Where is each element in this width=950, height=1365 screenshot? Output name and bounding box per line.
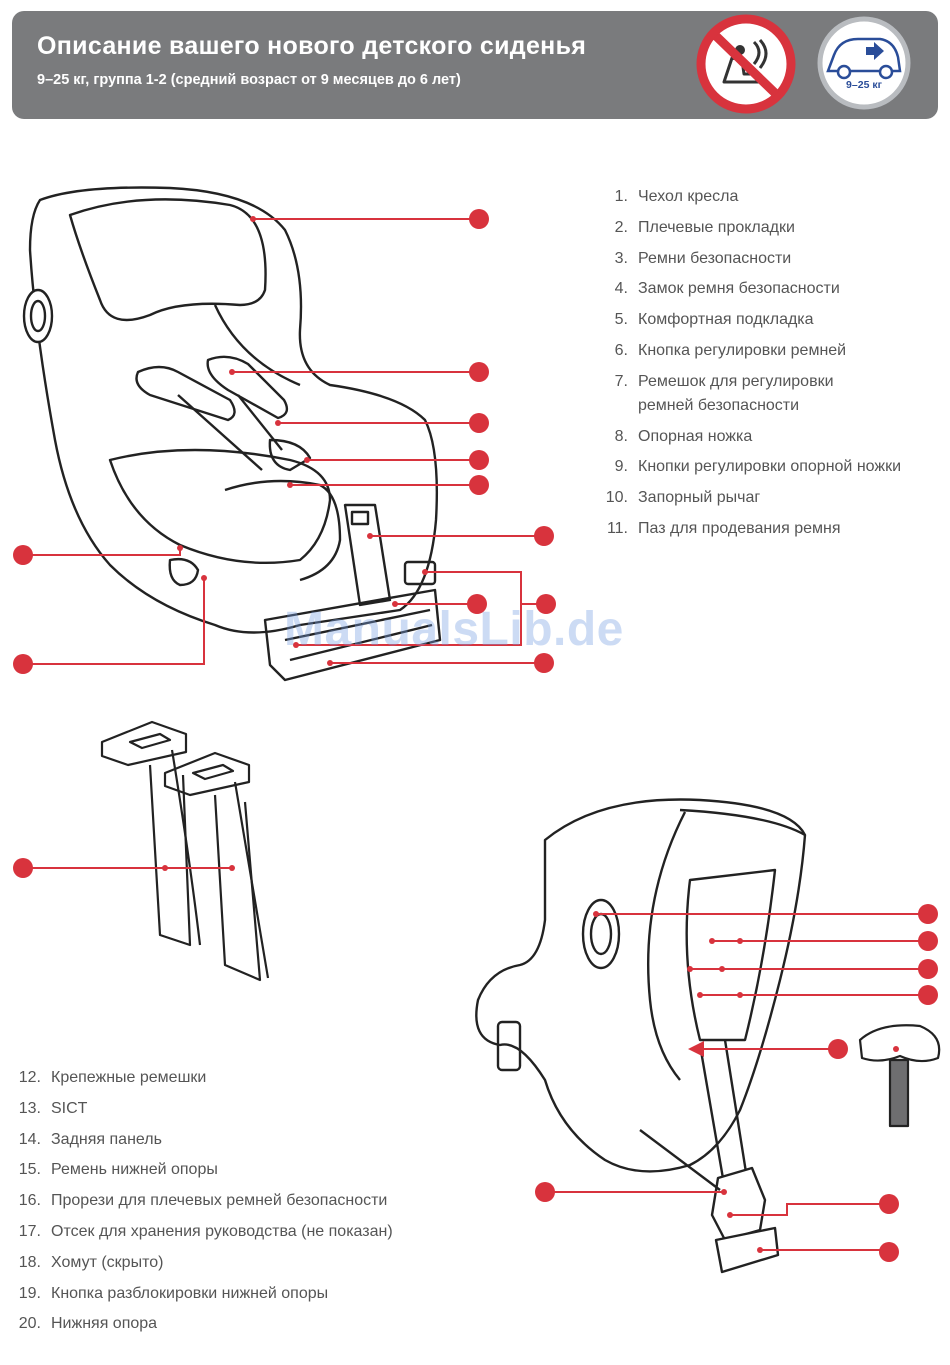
item-number: 3. <box>614 249 628 267</box>
item-label: Задняя панель <box>51 1130 162 1148</box>
parts-list-bottom: 12. Крепежные ремешки 13. SICT 14. Задняя п… <box>19 1066 451 1343</box>
seat-front-drawing <box>22 186 442 682</box>
page-title: Описание вашего нового детского сиденья <box>37 32 587 60</box>
item-number: 11. <box>606 519 628 537</box>
page-subtitle: 9–25 кг, группа 1-2 (средний возраст от … <box>37 72 461 88</box>
list-item: 19. Кнопка разблокировки нижней опоры <box>19 1282 451 1306</box>
arrow-icon <box>688 1041 704 1057</box>
item-number: 18. <box>18 1253 41 1271</box>
no-front-airbag-icon <box>696 14 796 114</box>
list-item: 3. Ремни безопасности <box>615 247 938 271</box>
item-number: 17. <box>18 1222 41 1240</box>
list-item: 8. Опорная ножка <box>615 425 938 449</box>
list-item: 5. Комфортная подкладка <box>615 308 938 332</box>
item-label: Кнопка разблокировки нижней опоры <box>51 1284 329 1302</box>
list-item: 2. Плечевые прокладки <box>615 216 938 240</box>
item-label: Чехол кресла <box>638 188 739 205</box>
item-number: 2. <box>614 218 628 236</box>
item-number: 19. <box>18 1284 41 1302</box>
item-label: Ремни безопасности <box>638 249 792 267</box>
item-label: Кнопки регулировки опорной ножки <box>638 458 902 476</box>
list-item: 7. Ремешок для регулировки ремней безопас… <box>615 370 863 418</box>
list-item: 15. Ремень нижней опоры <box>19 1158 451 1182</box>
item-label: Хомут (скрыто) <box>51 1253 164 1271</box>
list-item: 20. Нижняя опора <box>19 1312 451 1336</box>
list-item: 10. Запорный рычаг <box>606 486 938 510</box>
item-number: 14. <box>18 1130 41 1148</box>
item-label: Комфортная подкладка <box>638 311 814 329</box>
item-number: 1. <box>614 188 628 205</box>
item-label: Кнопка регулировки ремней <box>638 341 847 359</box>
item-label: Ремешок для регулировки ремней безопасно… <box>638 372 834 414</box>
callout-markers <box>13 209 938 1262</box>
list-item: 17. Отсек для хранения руководства (не по… <box>19 1220 451 1244</box>
isofix-connector-drawing <box>858 1024 941 1128</box>
list-item: 16. Прорези для плечевых ремней безопасно… <box>19 1189 451 1213</box>
item-label: Нижняя опора <box>51 1315 158 1333</box>
item-label: Плечевые прокладки <box>638 218 795 236</box>
watermark: ManualsLib.de <box>284 603 624 656</box>
item-number: 16. <box>18 1192 41 1210</box>
item-number: 6. <box>614 341 628 359</box>
callout-endpoints <box>162 216 899 1253</box>
item-number: 15. <box>18 1161 41 1179</box>
list-item: 1. Чехол кресла <box>615 185 938 209</box>
item-label: Опорная ножка <box>638 427 753 445</box>
item-label: Паз для продевания ремня <box>638 519 841 537</box>
item-number: 13. <box>18 1099 41 1117</box>
seat-back-drawing <box>475 798 807 1274</box>
item-number: 20. <box>18 1315 41 1333</box>
item-label: Замок ремня безопасности <box>638 280 840 298</box>
item-label: Отсек для хранения руководства (не показ… <box>51 1222 393 1240</box>
list-item: 4. Замок ремня безопасности <box>615 277 938 301</box>
list-item: 11. Паз для продевания ремня <box>607 517 938 541</box>
item-number: 10. <box>605 489 628 507</box>
item-number: 7. <box>614 372 628 390</box>
item-number: 5. <box>614 311 628 329</box>
callout-lines <box>23 218 927 1251</box>
item-number: 8. <box>614 427 628 445</box>
list-item: 18. Хомут (скрыто) <box>19 1251 451 1275</box>
parts-list-top: 1. Чехол кресла 2. Плечевые прокладки 3. Ре… <box>606 185 938 548</box>
item-number: 12. <box>18 1069 41 1086</box>
forward-facing-car-icon: 9–25 кг <box>814 15 914 111</box>
list-item: 13. SICT <box>19 1097 451 1121</box>
list-item: 9. Кнопки регулировки опорной ножки <box>615 455 938 479</box>
item-number: 9. <box>614 458 628 476</box>
weight-badge-label: 9–25 кг <box>846 79 882 91</box>
list-item: 6. Кнопка регулировки ремней <box>615 339 938 363</box>
item-number: 4. <box>614 280 628 298</box>
item-label: Запорный рычаг <box>638 489 761 507</box>
item-label: Ремень нижней опоры <box>51 1161 218 1179</box>
tether-straps-drawing <box>100 720 270 982</box>
list-item: 14. Задняя панель <box>19 1128 451 1152</box>
item-label: SICT <box>51 1099 88 1117</box>
item-label: Прорези для плечевых ремней безопасности <box>51 1192 388 1210</box>
item-label: Крепежные ремешки <box>51 1069 207 1086</box>
list-item: 12. Крепежные ремешки <box>19 1066 451 1090</box>
